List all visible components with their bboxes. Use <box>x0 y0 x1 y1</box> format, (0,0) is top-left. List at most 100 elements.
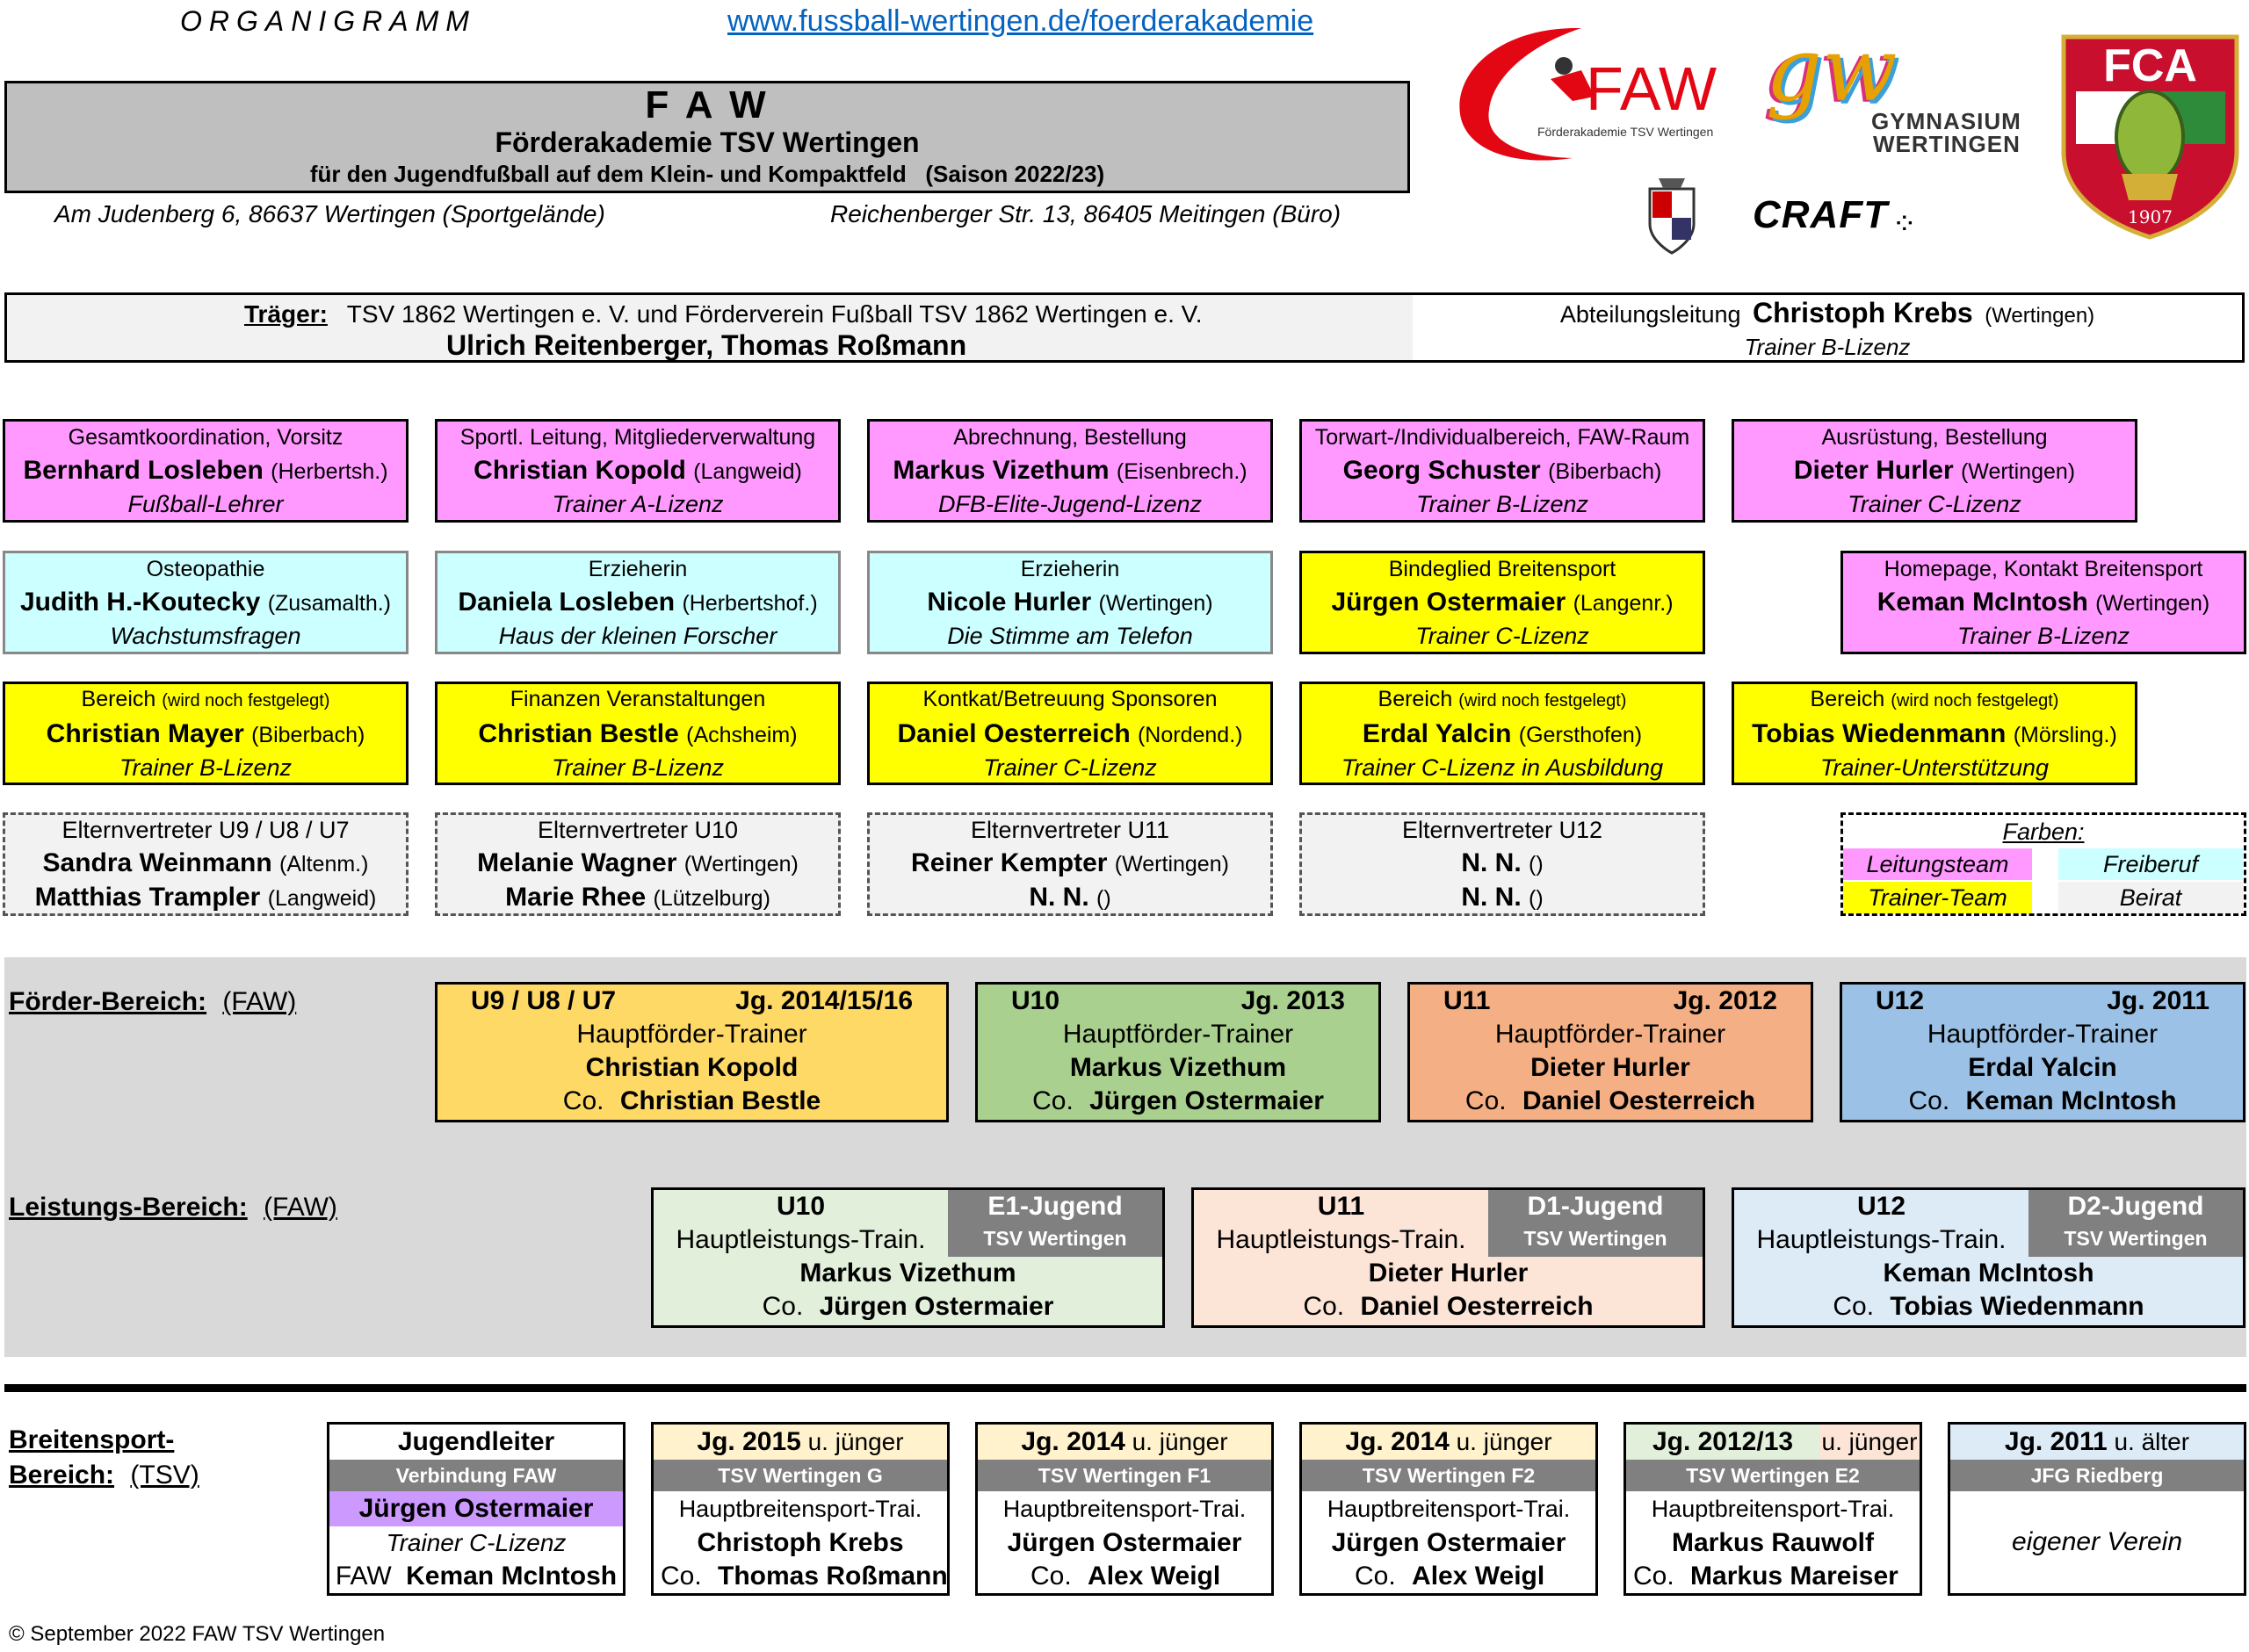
trainer-name: Keman McIntosh <box>1883 1259 2094 1288</box>
address-sports-ground: Am Judenberg 6, 86637 Wertingen (Sportge… <box>54 200 605 227</box>
trainer-role: Hauptförder-Trainer <box>576 1020 807 1049</box>
co-label: Co. <box>1908 1086 1950 1115</box>
trainer-name: Markus Vizethum <box>1069 1053 1287 1082</box>
staff-role: Finanzen Veranstaltungen <box>510 687 766 711</box>
birth-year-suffix: u. jünger <box>807 1428 904 1455</box>
breitensport-box-g: Jg. 2015 u. jünger TSV Wertingen G Haupt… <box>651 1422 950 1596</box>
birth-year-suffix: u. jünger <box>1819 1425 1920 1460</box>
co-label: Co. <box>562 1086 604 1115</box>
parent-rep-role: Elternvertreter U12 <box>1401 817 1603 843</box>
parent-rep-place: (Langweid) <box>267 886 377 911</box>
staff-place: (Gersthofen) <box>1518 723 1643 747</box>
leistung-box-u11: U11 D1-Jugend TSV Wertingen Hauptleistun… <box>1191 1187 1705 1328</box>
co-trainer: Jürgen Ostermaier <box>819 1292 1054 1321</box>
co-label: Co. <box>1833 1292 1875 1321</box>
staff-name: Daniela Losleben <box>458 588 676 617</box>
age-group: U10 <box>776 1192 826 1221</box>
elternvertreter-box-u12: Elternvertreter U12 N. N. () N. N. () <box>1299 812 1705 916</box>
team-tag: E1-Jugend TSV Wertingen <box>948 1190 1162 1257</box>
staff-role: Bindeglied Breitensport <box>1388 557 1616 581</box>
staff-box-osteopathie: Osteopathie Judith H.-Koutecky (Zusamalt… <box>3 551 409 654</box>
staff-name: Nicole Hurler <box>927 588 1092 617</box>
staff-qualification: Trainer C-Lizenz <box>1848 491 2021 517</box>
elternvertreter-box-u9: Elternvertreter U9 / U8 / U7 Sandra Wein… <box>3 812 409 916</box>
gym-line2: WERTINGEN <box>1873 131 2021 157</box>
staff-role: Erzieherin <box>588 557 688 581</box>
staff-place: (Mörsling.) <box>2013 723 2117 747</box>
section-divider <box>4 1384 2246 1392</box>
parent-rep-name: N. N. <box>1461 883 1522 912</box>
jugendleiter-license: Trainer C-Lizenz <box>386 1529 567 1556</box>
breitensport-title-2: Bereich: <box>9 1461 115 1490</box>
team-club: TSV Wertingen <box>2064 1227 2208 1250</box>
trainer-role: Hauptbreitensport-Trai. <box>1327 1496 1571 1522</box>
craft-dots-icon: ⁘ <box>1891 206 1918 241</box>
staff-name: Bernhard Losleben <box>23 456 264 485</box>
faw-logo-subtext: Förderakademie TSV Wertingen <box>1537 125 1714 139</box>
legend-leitungsteam: Leitungsteam <box>1843 848 2032 880</box>
staff-box-erzieherin-2: Erzieherin Nicole Hurler (Wertingen) Die… <box>867 551 1273 654</box>
co-trainer: Tobias Wiedenmann <box>1890 1292 2144 1321</box>
co-trainer: Christian Bestle <box>619 1086 821 1115</box>
staff-role: Bereich <box>81 687 156 711</box>
parent-rep-place: (Wertingen) <box>1114 852 1229 876</box>
staff-box-sportliche-leitung: Sportl. Leitung, Mitgliederverwaltung Ch… <box>435 419 841 523</box>
staff-place: (Langweid) <box>693 459 802 484</box>
leistung-tag: (FAW) <box>264 1193 337 1222</box>
birth-year: Jg. 2013 <box>1240 986 1345 1015</box>
fca-logo: FCA 1907 <box>2060 33 2240 240</box>
co-label: Co. <box>1355 1562 1396 1591</box>
parent-rep-name: Matthias Trampler <box>34 883 261 912</box>
staff-qualification: Fußball-Lehrer <box>127 491 284 517</box>
trainer-name: Jürgen Ostermaier <box>1331 1528 1566 1557</box>
fca-year: 1907 <box>2128 206 2173 227</box>
team-club: TSV Wertingen <box>1523 1227 1667 1250</box>
co-trainer: Jürgen Ostermaier <box>1089 1086 1324 1115</box>
traeger-box: Träger: TSV 1862 Wertingen e. V. und För… <box>4 292 2245 363</box>
gw-colorful-icon: gw <box>1766 18 1898 121</box>
co-trainer: Markus Mareiser <box>1690 1562 1898 1591</box>
faw-title-box: F A W Förderakademie TSV Wertingen für d… <box>4 81 1410 193</box>
trainer-role: Hauptförder-Trainer <box>1927 1020 2159 1049</box>
dept-name: Christoph Krebs <box>1753 297 1973 328</box>
website-link[interactable]: www.fussball-wertingen.de/foerderakademi… <box>727 4 1314 38</box>
staff-place: (Nordend.) <box>1137 723 1243 747</box>
staff-place: (Wertingen) <box>1098 591 1213 616</box>
faw-title: F A W <box>645 83 770 126</box>
staff-role: Erzieherin <box>1020 557 1120 581</box>
parent-rep-place: () <box>1529 852 1544 876</box>
co-label: Co. <box>1030 1562 1072 1591</box>
team-name: E1-Jugend <box>987 1192 1123 1221</box>
parent-rep-place: (Wertingen) <box>683 852 799 876</box>
staff-box-bereich-wiedenmann: Bereich (wird noch festgelegt) Tobias Wi… <box>1732 682 2137 785</box>
staff-qualification: Trainer B-Lizenz <box>551 754 725 781</box>
staff-place: (Biberbach) <box>251 723 365 747</box>
tsv-crest-icon <box>1645 176 1698 255</box>
age-group: U11 <box>1443 986 1491 1015</box>
team-bar: TSV Wertingen G <box>654 1460 947 1491</box>
breitensport-box-jfg: Jg. 2011 u. älter JFG Riedberg eigener V… <box>1948 1422 2246 1596</box>
staff-name: Judith H.-Koutecky <box>19 588 261 617</box>
copyright-footer: © September 2022 FAW TSV Wertingen <box>9 1622 386 1646</box>
staff-role: Bereich <box>1378 687 1453 711</box>
staff-place: (Wertingen) <box>2095 591 2210 616</box>
address-office: Reichenberger Str. 13, 86405 Meitingen (… <box>830 200 1341 227</box>
team-bar: TSV Wertingen F1 <box>978 1460 1271 1491</box>
staff-role-note: (wird noch festgelegt) <box>1891 691 2059 711</box>
team-bar: JFG Riedberg <box>1950 1460 2244 1491</box>
elternvertreter-box-u11: Elternvertreter U11 Reiner Kempter (Wert… <box>867 812 1273 916</box>
trainer-name: Erdal Yalcin <box>1968 1053 2117 1082</box>
team-club: TSV Wertingen <box>983 1227 1127 1250</box>
foerder-tag: (FAW) <box>222 987 297 1016</box>
staff-role: Torwart-/Individualbereich, FAW-Raum <box>1314 425 1690 450</box>
parent-rep-place: (Lützelburg) <box>653 886 770 911</box>
leistung-title: Leistungs-Bereich: <box>9 1193 248 1222</box>
breitensport-title-1: Breitensport- <box>9 1425 175 1454</box>
co-trainer: Daniel Oesterreich <box>1522 1086 1756 1115</box>
co-label: Co. <box>661 1562 702 1591</box>
co-label: Co. <box>1032 1086 1074 1115</box>
staff-name: Georg Schuster <box>1342 456 1541 485</box>
trainer-name: Christoph Krebs <box>697 1528 904 1557</box>
co-label: Co. <box>762 1292 804 1321</box>
